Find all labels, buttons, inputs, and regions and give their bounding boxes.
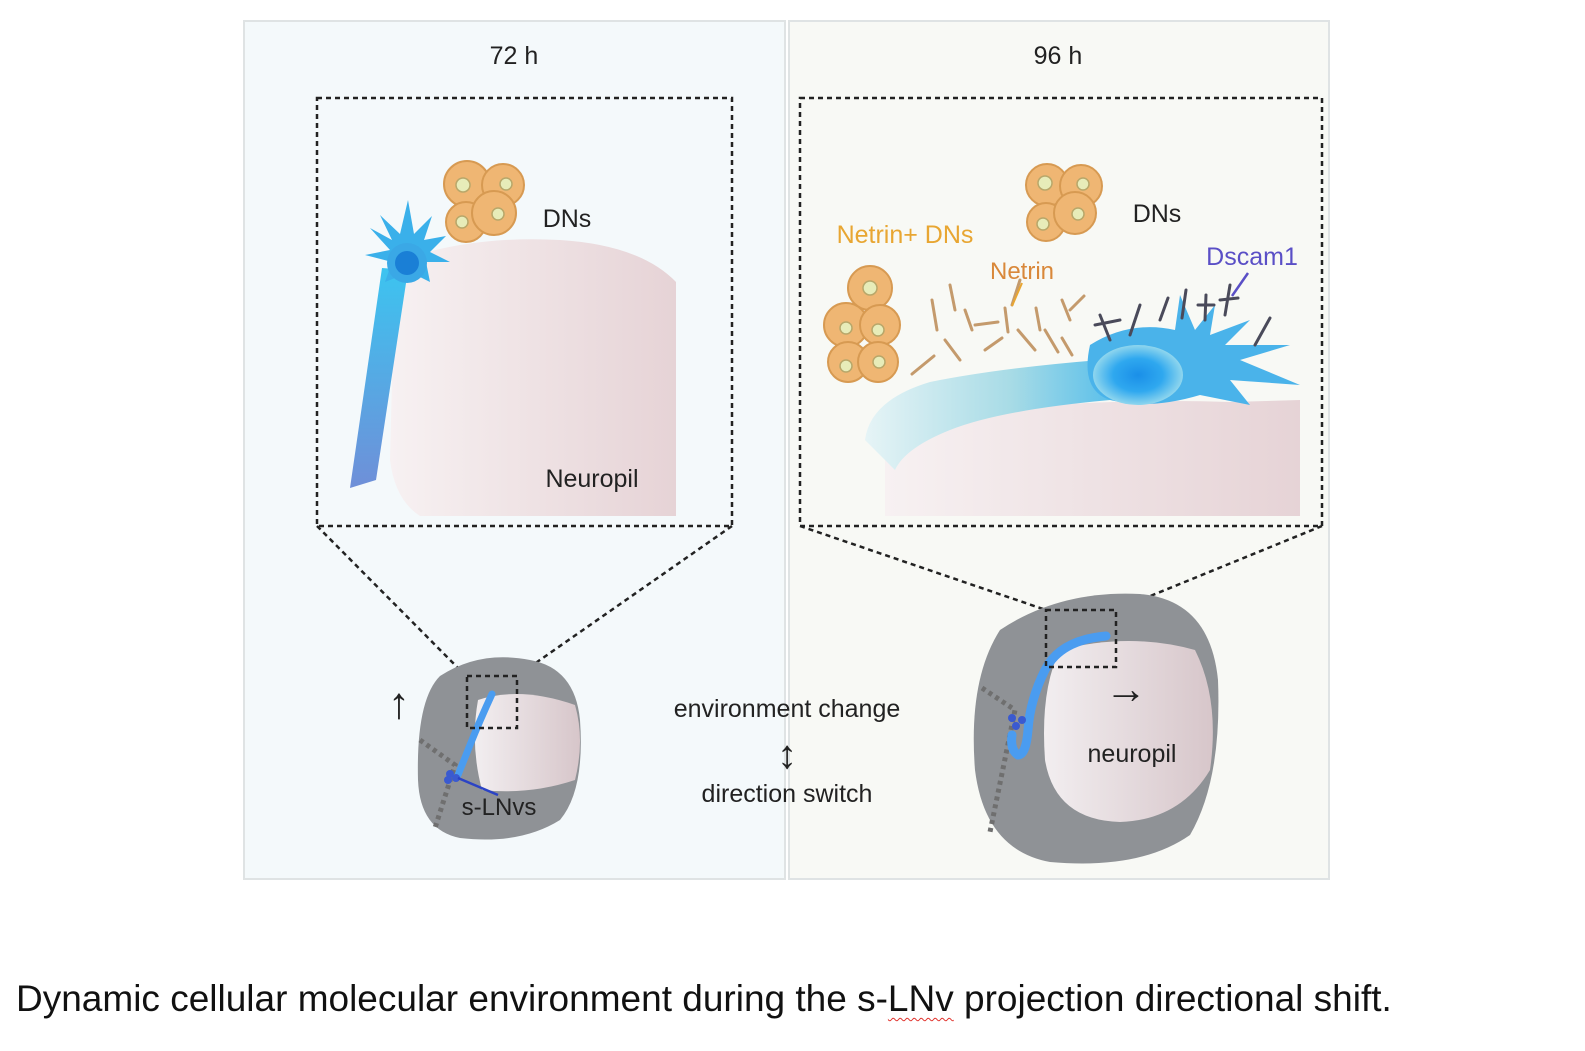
netrin-label: Netrin bbox=[990, 258, 1054, 285]
right-arrow: → bbox=[1105, 665, 1147, 712]
left-neuropil bbox=[390, 239, 676, 516]
double-arrow-icon: ↕ bbox=[777, 733, 797, 777]
right-zoom-line-right bbox=[1115, 524, 1323, 612]
right-dns-label: DNs bbox=[1133, 200, 1182, 228]
netrin-fibers bbox=[910, 278, 1086, 376]
right-brain bbox=[973, 593, 1219, 864]
left-brain bbox=[417, 657, 581, 840]
caption-text-underlined: LNv bbox=[887, 978, 954, 1019]
right-zoom-box bbox=[798, 96, 1324, 528]
caption-text-after: projection directional shift. bbox=[953, 978, 1392, 1019]
right-dns-cells bbox=[1025, 163, 1103, 242]
right-zoom-line-left bbox=[799, 524, 1047, 612]
environment-change-text: environment change bbox=[674, 695, 901, 723]
left-dns-cells bbox=[443, 160, 525, 243]
caption-text-before: Dynamic cellular molecular environment d… bbox=[16, 978, 888, 1019]
dscam-receptors bbox=[1093, 283, 1272, 347]
right-neuropil-label: neuropil bbox=[1088, 740, 1177, 768]
dscam-pointer bbox=[1230, 272, 1250, 297]
left-dns-label: DNs bbox=[543, 205, 592, 233]
time-label-72h: 72 h bbox=[490, 42, 539, 70]
netrin-dns-cells bbox=[823, 265, 901, 383]
left-slnvs-label: s-LNvs bbox=[462, 794, 537, 821]
left-up-arrow: ↑ bbox=[388, 679, 410, 728]
right-neuron bbox=[865, 295, 1300, 470]
left-neuron bbox=[350, 200, 450, 488]
figure-caption: Dynamic cellular molecular environment d… bbox=[16, 978, 1576, 1020]
left-zoom-box bbox=[315, 96, 734, 528]
netrin-pointer bbox=[1011, 282, 1023, 307]
right-neuropil bbox=[885, 400, 1300, 516]
dscam-label: Dscam1 bbox=[1206, 243, 1298, 271]
time-label-96h: 96 h bbox=[1034, 42, 1083, 70]
left-neuropil-label: Neuropil bbox=[545, 465, 638, 493]
direction-switch-label: direction switch bbox=[702, 780, 873, 808]
netrin-dns-label: Netrin+ DNs bbox=[837, 221, 974, 249]
left-zoom-line-right bbox=[516, 524, 733, 678]
